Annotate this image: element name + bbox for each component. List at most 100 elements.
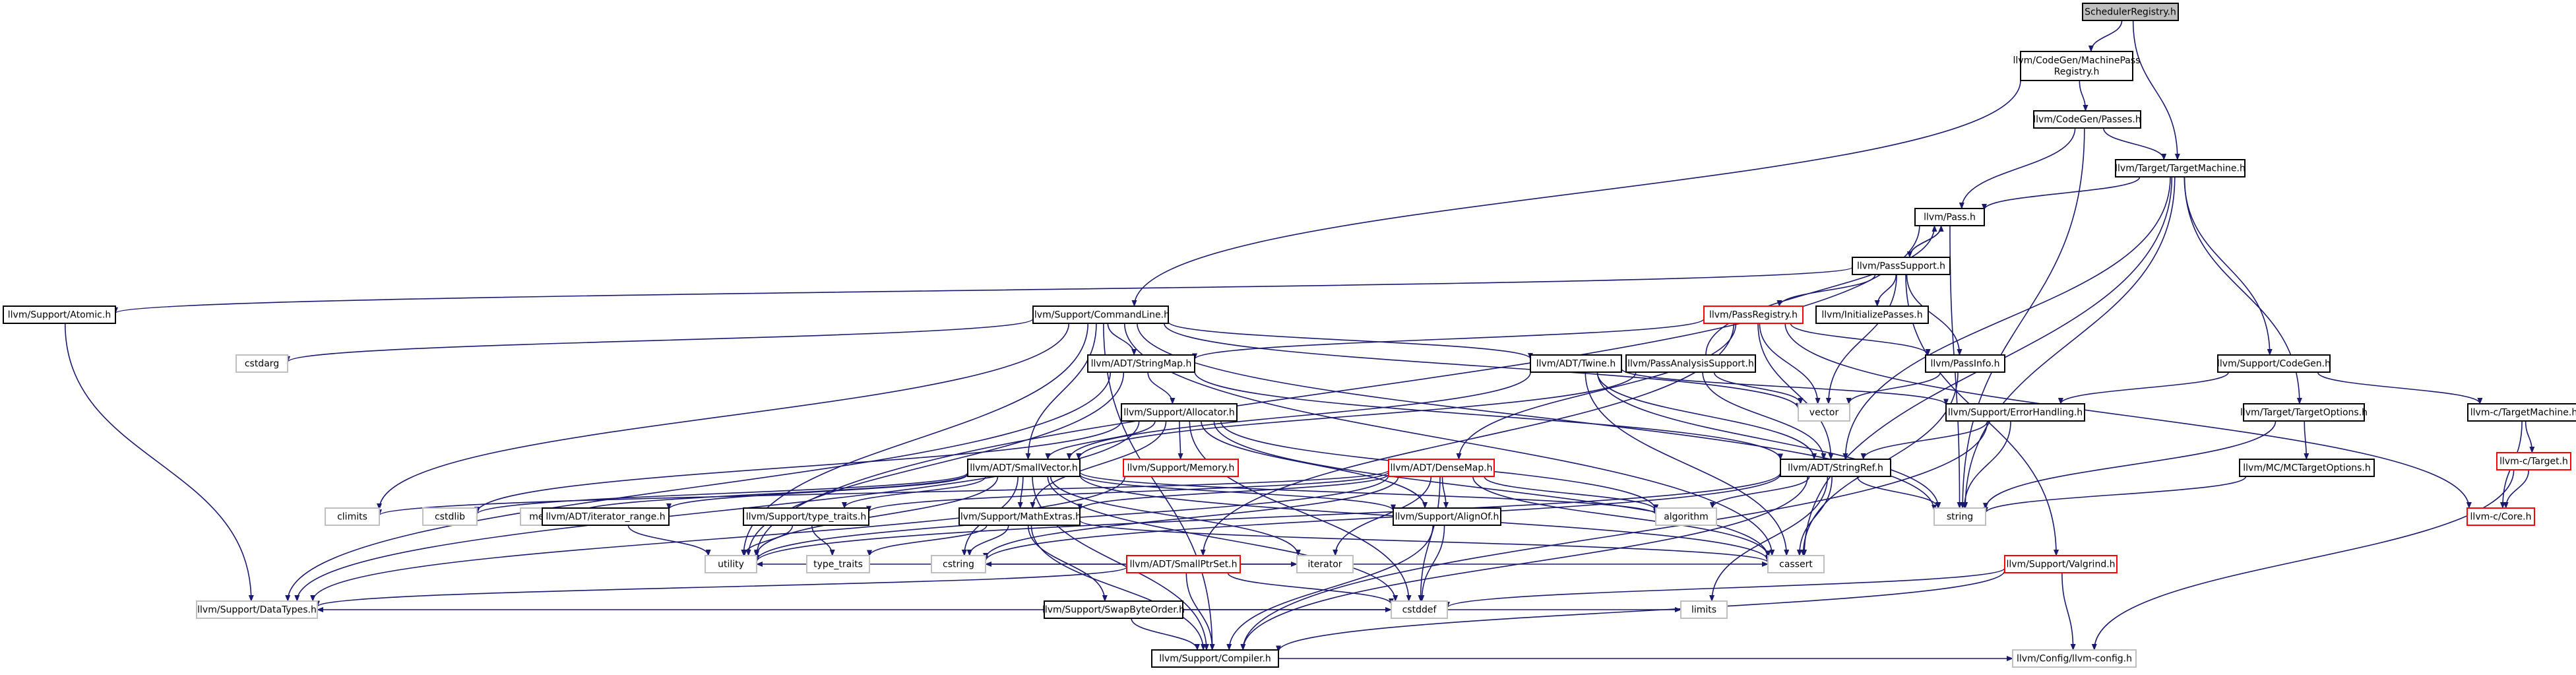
node-atomic[interactable]: llvm/Support/Atomic.h xyxy=(3,305,116,324)
node-box xyxy=(2217,354,2331,373)
node-label: string xyxy=(1947,512,1973,523)
edge-math-extras-to-swap-byte-order xyxy=(1027,525,1108,602)
edge-support-memory-to-data-types xyxy=(310,476,1126,602)
edge-small-vector-to-cstdlib xyxy=(474,472,968,515)
node-label: llvm/Support/Atomic.h xyxy=(8,310,111,321)
edge-dense-map-to-cstddef xyxy=(1418,476,1441,602)
node-box xyxy=(1126,555,1241,573)
node-support-codegen[interactable]: llvm/Support/CodeGen.h xyxy=(2217,354,2331,373)
node-box xyxy=(1945,403,2085,422)
edge-allocator-to-small-vector xyxy=(1045,420,1156,460)
node-box xyxy=(958,507,1081,526)
node-support-memory[interactable]: llvm/Support/Memory.h xyxy=(1123,459,1239,477)
node-pass-support[interactable]: llvm/PassSupport.h xyxy=(1852,257,1951,275)
node-twine[interactable]: llvm/ADT/Twine.h xyxy=(1530,354,1622,373)
node-box xyxy=(806,555,870,573)
node-pass-info[interactable]: llvm/PassInfo.h xyxy=(1925,354,2005,373)
node-label: llvm/CodeGen/MachinePass xyxy=(2013,55,2141,66)
node-label: type_traits xyxy=(813,560,863,570)
node-label: llvm/Support/Compiler.h xyxy=(1159,654,1271,664)
node-box xyxy=(931,555,986,573)
node-math-extras[interactable]: llvm/Support/MathExtras.h xyxy=(958,507,1081,526)
node-c-core[interactable]: llvm-c/Core.h xyxy=(2466,507,2535,526)
node-label: llvm/Support/CodeGen.h xyxy=(2217,359,2331,370)
edge-small-vector-to-algorithm xyxy=(1079,471,1658,515)
node-box xyxy=(1391,600,1448,619)
node-label: llvm/Target/TargetMachine.h xyxy=(2115,164,2246,174)
node-label: llvm/ADT/StringRef.h xyxy=(1788,463,1883,474)
edge-target-machine-to-string-ref xyxy=(1842,176,2171,460)
edge-twine-to-error-handling xyxy=(1621,368,1949,406)
node-box xyxy=(1296,555,1354,573)
edge-mc-target-options-to-string xyxy=(1983,476,2247,514)
node-pass-h[interactable]: llvm/Pass.h xyxy=(1914,208,1985,226)
node-label: llvm/PassRegistry.h xyxy=(1709,310,1798,321)
node-string-ref[interactable]: llvm/ADT/StringRef.h xyxy=(1780,459,1891,477)
edge-codegen-passes-to-string xyxy=(1960,127,2085,509)
node-error-handling[interactable]: llvm/Support/ErrorHandling.h xyxy=(1945,403,2085,422)
edge-pass-registry-to-dense-map xyxy=(1456,323,1737,460)
node-scheduler-registry[interactable]: SchedulerRegistry.h xyxy=(2082,3,2179,21)
edge-scheduler-registry-to-target-machine xyxy=(2132,20,2180,160)
node-c-target-machine[interactable]: llvm-c/TargetMachine.h xyxy=(2467,403,2576,422)
node-initialize-passes[interactable]: llvm/InitializePasses.h xyxy=(1815,305,1929,324)
node-small-ptr-set[interactable]: llvm/ADT/SmallPtrSet.h xyxy=(1126,555,1241,573)
edge-pass-analysis-support-to-vector xyxy=(1713,371,1804,404)
node-string-map[interactable]: llvm/ADT/StringMap.h xyxy=(1087,354,1195,373)
node-align-of[interactable]: llvm/Support/AlignOf.h xyxy=(1393,507,1501,526)
node-label: llvm/Support/ErrorHandling.h xyxy=(1948,408,2083,418)
node-type-traits-h[interactable]: llvm/Support/type_traits.h xyxy=(743,507,869,526)
node-mc-target-options[interactable]: llvm/MC/MCTargetOptions.h xyxy=(2239,459,2375,477)
node-box xyxy=(1703,305,1804,324)
node-compiler[interactable]: llvm/Support/Compiler.h xyxy=(1151,649,1279,668)
edge-pass-support-to-pass-h xyxy=(1909,225,1944,258)
node-label: Registry.h xyxy=(2054,67,2100,77)
node-box xyxy=(2496,452,2571,470)
node-label: cstring xyxy=(943,560,974,570)
edge-type-traits-h-to-utility xyxy=(741,525,794,556)
edge-small-vector-to-math-extras xyxy=(1017,476,1024,509)
node-label: llvm/ADT/iterator_range.h xyxy=(546,512,665,523)
node-codegen-passes[interactable]: llvm/CodeGen/Passes.h xyxy=(2033,110,2141,129)
edge-allocator-to-cstdlib xyxy=(474,420,1122,514)
node-iterator-range[interactable]: llvm/ADT/iterator_range.h xyxy=(542,507,670,526)
node-box xyxy=(1032,305,1169,324)
node-swap-byte-order[interactable]: llvm/Support/SwapByteOrder.h xyxy=(1042,600,1185,619)
edge-command-line-to-twine xyxy=(1168,321,1533,360)
node-label: cstdarg xyxy=(245,359,279,370)
node-label: llvm/ADT/StringMap.h xyxy=(1091,359,1192,370)
edge-pass-support-to-atomic xyxy=(113,267,1853,314)
node-label: llvm/ADT/SmallVector.h xyxy=(970,463,1078,474)
edge-target-machine-to-string xyxy=(1963,176,2176,509)
node-allocator[interactable]: llvm/Support/Allocator.h xyxy=(1121,403,1238,422)
node-box xyxy=(542,507,670,526)
node-box xyxy=(1393,507,1501,526)
node-cstddef: cstddef xyxy=(1391,600,1448,619)
edge-allocator-to-cassert xyxy=(1213,420,1771,558)
node-dense-map[interactable]: llvm/ADT/DenseMap.h xyxy=(1388,459,1495,477)
edge-pass-analysis-support-to-pass-h xyxy=(1705,225,1937,356)
edge-allocator-to-support-memory xyxy=(1178,420,1183,460)
node-small-vector[interactable]: llvm/ADT/SmallVector.h xyxy=(967,459,1081,477)
node-limits: limits xyxy=(1680,600,1728,619)
node-label: llvm/InitializePasses.h xyxy=(1821,310,1922,321)
node-command-line[interactable]: llvm/Support/CommandLine.h xyxy=(1032,305,1170,324)
edge-command-line-to-vector xyxy=(1164,323,1801,410)
node-pass-registry[interactable]: llvm/PassRegistry.h xyxy=(1703,305,1804,324)
node-c-target[interactable]: llvm-c/Target.h xyxy=(2496,452,2571,470)
node-target-options[interactable]: llvm/Target/TargetOptions.h xyxy=(2240,403,2368,422)
edge-dense-map-to-algorithm xyxy=(1484,476,1658,511)
node-pass-analysis-support[interactable]: llvm/PassAnalysisSupport.h xyxy=(1625,354,1756,373)
edge-error-handling-to-string-ref xyxy=(1860,420,1988,460)
node-label: utility xyxy=(718,560,744,570)
node-target-machine[interactable]: llvm/Target/TargetMachine.h xyxy=(2115,159,2246,177)
edge-swap-byte-order-to-compiler xyxy=(1131,618,1200,651)
edge-math-extras-to-cassert xyxy=(1079,519,1771,563)
edge-twine-to-small-vector xyxy=(1066,371,1531,460)
edge-string-ref-to-string xyxy=(1856,476,1941,509)
node-iterator: iterator xyxy=(1296,555,1354,573)
node-box xyxy=(2020,51,2133,81)
node-valgrind[interactable]: llvm/Support/Valgrind.h xyxy=(2004,555,2118,573)
